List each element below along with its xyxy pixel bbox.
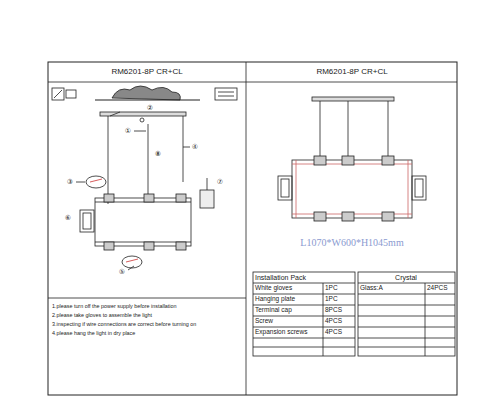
note: 3.inspecting if wire connections are cor…	[52, 322, 196, 327]
table-cell: 1PC	[325, 296, 338, 303]
header-title: RM6201-8P CR+CL	[316, 68, 387, 76]
callout-number: ①	[125, 127, 131, 134]
callout-number: ⑥	[65, 214, 71, 221]
table-cell: 24PCS	[427, 285, 448, 292]
callout-number: ②	[147, 104, 153, 111]
table-cell: 8PCS	[325, 307, 342, 314]
note: 4.please hang the light in dry place	[52, 331, 135, 336]
dimension: L1070*W600*H1045mm	[300, 238, 403, 248]
table-cell: Terminal cap	[255, 307, 292, 314]
table-cell: Screw	[255, 318, 273, 325]
callout-number: ③	[67, 178, 73, 185]
table-cell: 4PCS	[325, 318, 342, 325]
note: 1.please turn off the power supply befor…	[52, 304, 177, 309]
table-heading: Crystal	[395, 274, 417, 281]
table-cell: 1PC	[325, 285, 338, 292]
table-cell: Hanging plate	[255, 296, 295, 303]
callout-number: ⑤	[119, 268, 125, 275]
table-cell: Expansion screws	[255, 329, 307, 336]
table-cell: White gloves	[255, 285, 292, 292]
callout-number: ④	[192, 143, 198, 150]
table-heading: Installation Pack	[255, 274, 306, 281]
note: 2.please take gloves to assemble the lig…	[52, 313, 152, 318]
table-cell: Glass:A	[360, 285, 383, 292]
header-title: RM6201-8P CR+CL	[111, 68, 182, 76]
callout-number: ⑦	[217, 178, 223, 185]
table-cell: 4PCS	[325, 329, 342, 336]
callout-number: ⑧	[155, 150, 161, 157]
